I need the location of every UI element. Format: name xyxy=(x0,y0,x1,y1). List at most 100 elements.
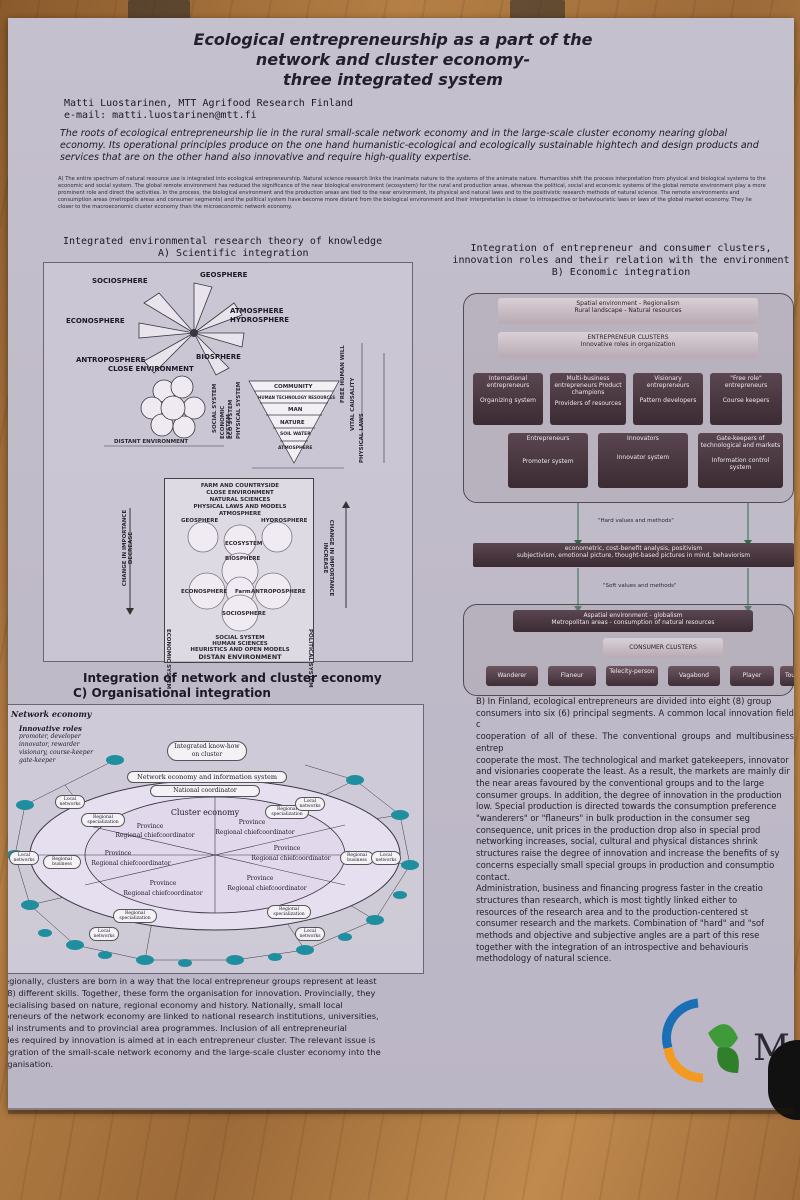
lower-bottom-line: DISTAN ENVIRONMENT xyxy=(198,653,282,661)
role-item: gate-keeper xyxy=(19,757,56,764)
body-line: egionally, clusters are born in a way th… xyxy=(8,976,377,986)
cluster-economy-label: Cluster economy xyxy=(170,808,240,817)
title-line: three integrated system xyxy=(283,70,503,89)
farm-cluster xyxy=(140,375,206,439)
economic-integration-diagram: Spatial environment - Regionalism Rural … xyxy=(458,288,794,708)
cluster-box-sub: Providers of resources xyxy=(554,400,622,407)
spatial-top-line: Spatial environment - Regionalism xyxy=(576,300,680,307)
body-line: consumer groups. In addition, the degree… xyxy=(476,789,782,800)
body-line: preneurs of the network economy are link… xyxy=(8,1011,379,1022)
section-b-heading-line: innovation roles and their relation with… xyxy=(452,255,790,266)
province-label: Province xyxy=(238,819,266,826)
body-line: rganisation. xyxy=(8,1058,54,1069)
section-c-heading: Integration of network and cluster econo… xyxy=(73,671,453,701)
innovative-roles: Innovative roles promoter, developer inn… xyxy=(19,725,93,765)
body-line: consumer research and the markets. Combi… xyxy=(476,918,765,929)
cluster-box-sub: Pattern developers xyxy=(639,397,697,404)
intro-paragraph: The roots of ecological entrepreneurship… xyxy=(60,128,759,163)
entrepreneur-clusters-box: ENTREPRENEUR CLUSTERS Innovative roles i… xyxy=(498,332,758,358)
integrated-knowhow-pill: Integrated know-how on cluster xyxy=(167,741,247,761)
section-c-heading-line: Integration of network and cluster econo… xyxy=(83,671,382,685)
cluster-box-sub: Organizing system xyxy=(479,397,537,404)
lower-top-line: NATURAL SCIENCES xyxy=(209,497,271,503)
cluster-box-title: Entrepreneurs xyxy=(526,435,570,442)
consumer-chip-player: Player xyxy=(730,666,774,686)
lower-top-line: FARM AND COUNTRYSIDE xyxy=(200,483,280,489)
section-a-heading-text: Integrated environmental research theory… xyxy=(63,236,383,247)
circle-label: Farm xyxy=(235,589,251,595)
body-line: methods and objective and subjective ang… xyxy=(476,930,760,941)
circle-label: HYDROSPHERE xyxy=(261,518,308,524)
regional-chief-label: Regional chiefcoordinator xyxy=(115,832,195,839)
body-line: cooperate the most. The technological an… xyxy=(476,754,789,765)
pyramid xyxy=(248,380,340,464)
spatial-bottom-line: Aspatial environment - globalism xyxy=(583,612,683,619)
methods-line: econometric, cost-benefit analysis, posi… xyxy=(564,545,703,552)
aspatial-environment-box: Aspatial environment - globalism Metropo… xyxy=(513,610,753,632)
sphere-fan xyxy=(138,282,245,376)
body-line: networking increases, social, cultural a… xyxy=(476,836,758,847)
regional-chief-label: Regional chiefcoordinator xyxy=(123,890,203,897)
author-name: Matti Luostarinen, MTT Agrifood Research… xyxy=(64,98,353,109)
cluster-box-multi-business: Multi-business entrepreneurs Product cha… xyxy=(550,373,626,425)
province-label: Province xyxy=(149,880,177,887)
national-coordinator-pill: National coordinator xyxy=(150,785,260,797)
mtt-logo-icon xyxy=(662,998,739,1083)
cluster-box-innovators: Innovators Innovator system xyxy=(598,433,688,488)
poster-bottom-shadow xyxy=(8,1108,794,1114)
title-line: Ecological entrepreneurship as a part of… xyxy=(193,30,593,49)
section-b-body: B) In Finland, ecological entrepreneurs … xyxy=(476,696,794,965)
local-networks-pill: Local networks xyxy=(9,851,39,865)
body-line: together with the integration of an intr… xyxy=(476,941,749,952)
consumer-chip-tourist: Tou xyxy=(780,666,794,686)
methods-line: subjectivism, emotional picture, thought… xyxy=(516,552,751,559)
cluster-box-sub: Promoter system xyxy=(522,458,574,465)
circle-label: BIOSPHERE xyxy=(225,556,261,562)
author-block: Matti Luostarinen, MTT Agrifood Research… xyxy=(64,98,353,122)
lower-top-line: CLOSE ENVIRONMENT xyxy=(206,490,274,496)
section-a-subheading: A) Scientific integration xyxy=(158,248,309,259)
sphere-diagram xyxy=(104,282,385,469)
label-distant-environment: DISTANT ENVIRONMENT xyxy=(114,439,189,445)
organisational-integration-panel: Network economy Innovative roles promote… xyxy=(8,704,424,974)
body-line: cooperation of all of these. The convent… xyxy=(476,731,794,753)
consumer-chip-telecity: Telecity-person xyxy=(606,666,658,686)
cluster-box-entrepreneurs: Entrepreneurs Promoter system xyxy=(508,433,588,488)
local-networks-pill: Local networks xyxy=(295,927,325,941)
title-line: network and cluster economy- xyxy=(255,50,531,69)
body-line: consequence, unit prices in the producti… xyxy=(476,824,761,835)
section-c-heading-line: C) Organisational integration xyxy=(73,686,271,700)
soft-values-label: "Soft values and methods" xyxy=(603,583,677,589)
section-b-heading: Integration of entrepreneur and consumer… xyxy=(448,243,794,279)
consumer-chip-vagabond: Vagabond xyxy=(668,666,720,686)
consumer-chip-wanderer: Wanderer xyxy=(486,666,538,686)
cluster-box-gatekeepers: Gate-keepers of technological and market… xyxy=(698,433,783,488)
label-econosphere: ECONOSPHERE xyxy=(66,317,125,325)
body-line: consumers into six (6) principal segment… xyxy=(476,707,794,730)
sphere-center xyxy=(190,329,198,337)
label-geosphere: GEOSPHERE xyxy=(200,271,248,279)
mtt-logo: M xyxy=(658,993,794,1093)
poster-title: Ecological entrepreneurship as a part of… xyxy=(148,30,638,90)
cluster-box-title: Multi-business entrepreneurs Product cha… xyxy=(554,375,622,396)
regional-business-pill: Regional business xyxy=(340,851,374,865)
entrepreneur-clusters-title: ENTREPRENEUR CLUSTERS xyxy=(587,334,669,341)
label-hydrosphere: HYDROSPHERE xyxy=(230,316,290,324)
local-networks-pill: Local networks xyxy=(295,797,325,811)
pyramid-level: HUMAN TECHNOLOGY RESOURCES xyxy=(258,395,336,400)
body-line: ial instruments and to provincial area p… xyxy=(8,1023,347,1034)
cluster-box-sub: Innovator system xyxy=(616,454,670,461)
body-line: the near areas favoured by the conventio… xyxy=(476,777,765,788)
role-item: promoter, developer xyxy=(19,733,81,740)
lower-top-line: ATMOSPHERE xyxy=(218,511,262,517)
entrepreneur-clusters-sub: Innovative roles in organization xyxy=(580,341,676,348)
regional-specialization-pill: Regional specialization xyxy=(113,909,157,923)
cluster-box-title: Visionary entrepreneurs xyxy=(646,375,690,389)
label-sociosphere: SOCIOSPHERE xyxy=(92,277,148,285)
role-item: innovator, rewarder xyxy=(19,741,80,748)
importance-arrows xyxy=(126,501,350,615)
regional-specialization-pill: Regional specialization xyxy=(81,813,125,827)
local-networks-pill: Local networks xyxy=(55,795,85,809)
body-line: low. Special production is directed towa… xyxy=(476,801,777,812)
body-line: ties required by innovation is aimed at … xyxy=(8,1034,376,1045)
